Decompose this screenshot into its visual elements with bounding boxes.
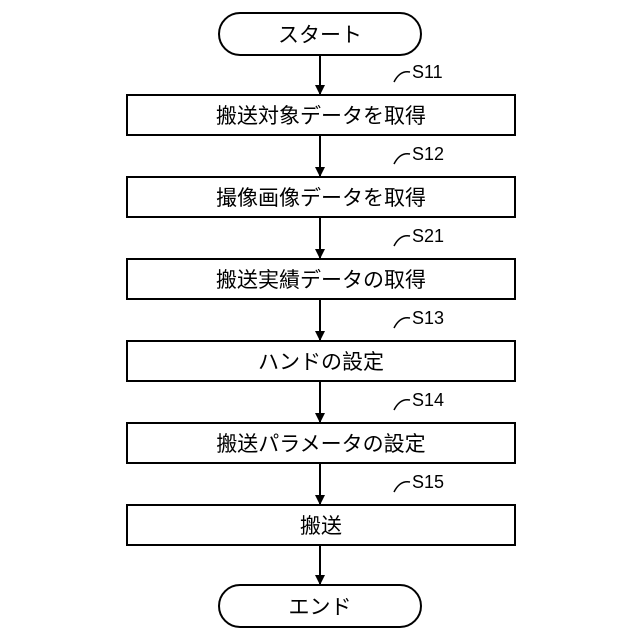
end-terminal: エンド <box>218 584 422 628</box>
leader-s15 <box>394 482 410 492</box>
leader-s14 <box>394 400 410 410</box>
step-s14: 搬送パラメータの設定 <box>126 422 516 464</box>
step-id-s12: S12 <box>412 144 444 165</box>
start-terminal: スタート <box>218 12 422 56</box>
step-id-s11: S11 <box>412 62 443 83</box>
step-s15: 搬送 <box>126 504 516 546</box>
step-id-s21: S21 <box>412 226 444 247</box>
step-id-s13: S13 <box>412 308 444 329</box>
leader-s13 <box>394 318 410 328</box>
step-id-s14: S14 <box>412 390 444 411</box>
step-s12: 撮像画像データを取得 <box>126 176 516 218</box>
step-id-s15: S15 <box>412 472 444 493</box>
leader-s12 <box>394 154 410 164</box>
step-s11: 搬送対象データを取得 <box>126 94 516 136</box>
leader-s21 <box>394 236 410 246</box>
step-s13: ハンドの設定 <box>126 340 516 382</box>
leader-s11 <box>394 72 410 82</box>
step-s21: 搬送実績データの取得 <box>126 258 516 300</box>
